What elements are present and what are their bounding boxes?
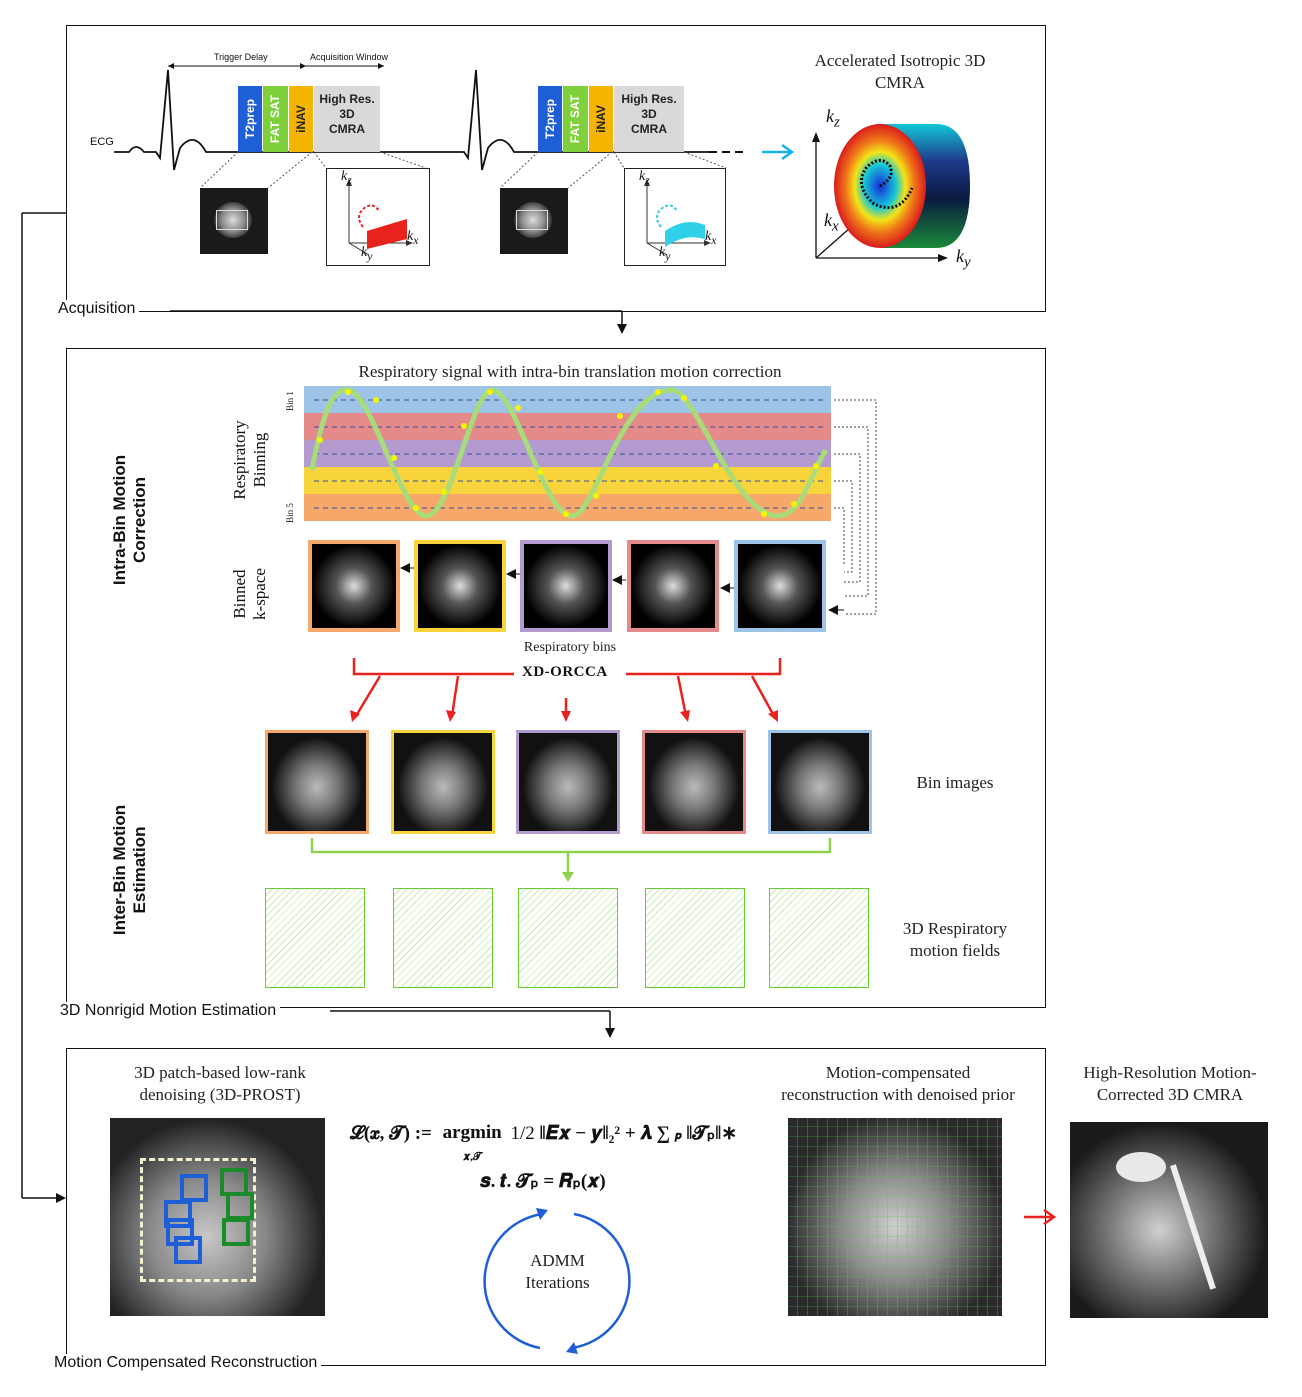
eq-term2: ‖𝓣ₚ‖∗ — [686, 1123, 738, 1144]
red-arrow — [1024, 1208, 1057, 1226]
kspace-trajectory-red: kz kx ky — [326, 168, 430, 266]
motion-field-5 — [769, 888, 869, 988]
motion-field-3 — [518, 888, 618, 988]
fatsat-block-2: FAT SAT — [563, 86, 588, 152]
eq-term1: ‖𝑬𝒙 − 𝒚‖₂² + 𝝀 ∑ — [539, 1123, 670, 1144]
inav-block: iNAV — [289, 86, 313, 152]
bin-image-blue — [768, 730, 872, 834]
resp-bins-label: Respiratory bins — [523, 640, 617, 655]
eq-lhs: 𝓛(𝒙, 𝓣) := — [350, 1123, 432, 1144]
resp-signal-title: Respiratory signal with intra-bin transl… — [358, 362, 782, 381]
motion-field-1 — [265, 888, 365, 988]
eq-argmin-sub: 𝒙,𝓣 — [463, 1151, 482, 1163]
kspace-bin-yellow — [414, 540, 506, 632]
bin-images-label: Bin images — [916, 773, 994, 792]
final-title: High-Resolution Motion-Corrected 3D CMRA — [1083, 1063, 1257, 1104]
kspace-bin-blue — [734, 540, 826, 632]
equation: 𝓛(𝒙, 𝓣) := argmin 𝒙,𝓣 1/2 ‖𝑬𝒙 − 𝒚‖₂² + 𝝀… — [350, 1122, 770, 1166]
motion-estimation-section-label: 3D Nonrigid Motion Estimation — [56, 1002, 281, 1020]
cyl-axis-ky: ky — [956, 246, 971, 271]
eq-argmin: argmin — [442, 1122, 502, 1143]
eq-half: 1/2 — [510, 1123, 535, 1144]
respiratory-binning-plot — [304, 386, 877, 615]
reconstruction-section-label: Motion Compensated Reconstruction — [50, 1354, 322, 1372]
acquisition-section-label: Acquisition — [54, 300, 140, 318]
cyl-axis-kx: kx — [824, 210, 839, 235]
inav-image-2 — [500, 188, 568, 254]
cyl-axis-kz: kz — [826, 106, 840, 131]
admm-cycle — [483, 1208, 631, 1354]
bin5-label: Bin 5 — [284, 503, 295, 523]
ecg-trace — [114, 63, 744, 171]
ecg-label: ECG — [90, 136, 114, 148]
trigger-delay-label: Trigger Delay — [214, 52, 268, 62]
kspace-trajectory-cyan: kz kx ky — [624, 168, 726, 266]
bin-image-purple — [516, 730, 620, 834]
kspace-bin-arrows — [400, 563, 844, 615]
kspace-bin-red — [627, 540, 719, 632]
motion-field-2 — [393, 888, 493, 988]
projection-lines — [199, 151, 727, 189]
green-bracket — [310, 838, 832, 882]
fatsat-block: FAT SAT — [263, 86, 288, 152]
eq-constraint: 𝒔. 𝒕. 𝓣ₚ = 𝑹ₚ(𝒙) — [480, 1171, 606, 1192]
motion-field-4 — [645, 888, 745, 988]
bin-image-orange — [265, 730, 369, 834]
inav-block-2: iNAV — [589, 86, 613, 152]
mc-recon-image — [788, 1118, 1002, 1316]
kspace-bin-purple — [520, 540, 612, 632]
bin-image-yellow — [391, 730, 495, 834]
xd-orcca-label: XD-ORCCA — [522, 664, 608, 680]
prost-image — [110, 1118, 325, 1316]
final-cmra-image — [1070, 1122, 1268, 1318]
bin1-label: Bin 1 — [284, 391, 295, 411]
cyan-arrow — [762, 143, 795, 161]
kspace-bin-orange — [308, 540, 400, 632]
t2prep-block-2: T2prep — [538, 86, 562, 152]
acquisition-window-label: Acquisition Window — [310, 52, 389, 62]
kspace-cylinder — [812, 124, 970, 262]
bin-image-red — [642, 730, 746, 834]
eq-sum-sub: 𝒑 — [674, 1130, 682, 1142]
inav-image — [200, 188, 268, 254]
t2prep-block: T2prep — [238, 86, 262, 152]
xd-orcca-bracket — [350, 658, 782, 722]
